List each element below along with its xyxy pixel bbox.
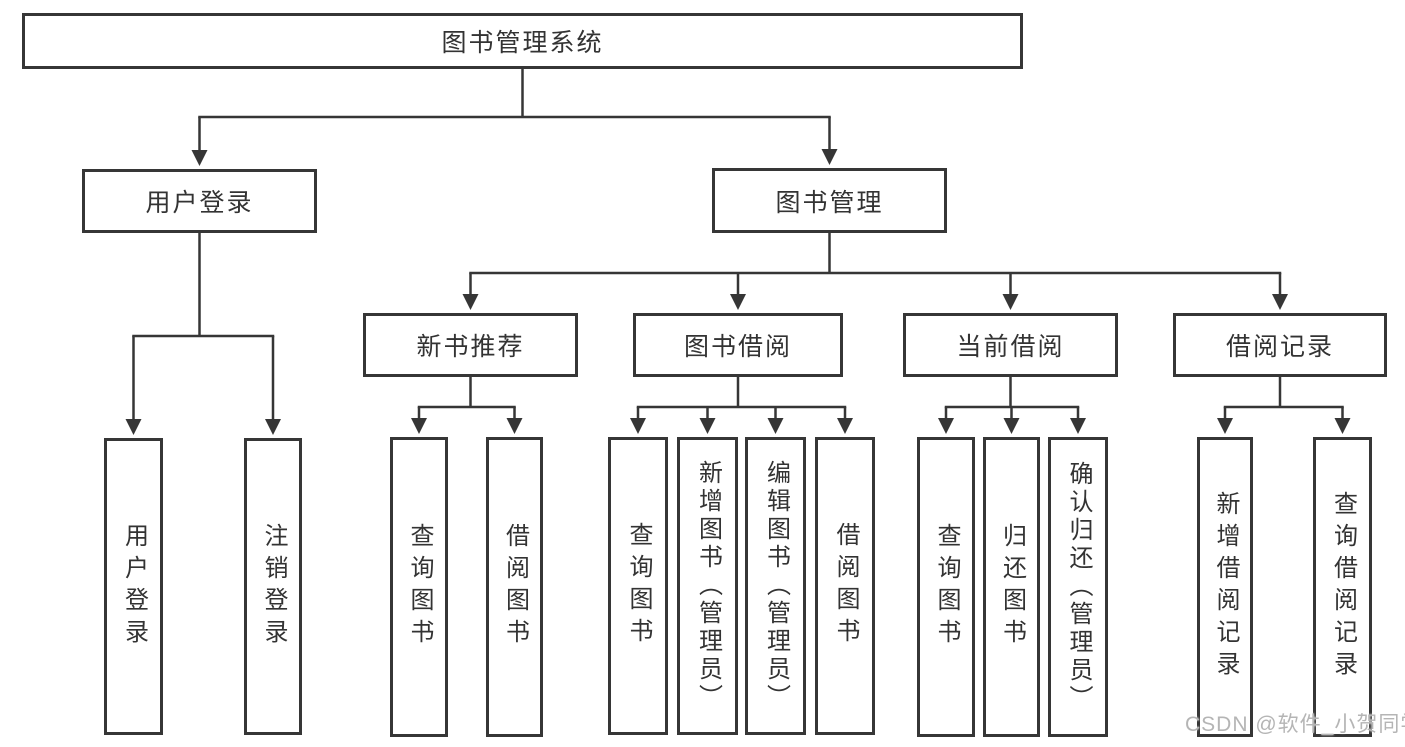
arrowhead-icon xyxy=(125,419,142,435)
node-current-borrow: 当前借阅 xyxy=(903,313,1118,377)
node-label: 查询图书 xyxy=(406,523,433,651)
arrowhead-icon xyxy=(837,418,853,434)
node-label: 借阅图书 xyxy=(501,523,529,651)
node-label: 新增图书（管理员） xyxy=(694,460,722,712)
node-leaf-query-borrow-record: 查询借阅记录 xyxy=(1313,437,1372,737)
node-label: 编辑图书（管理员） xyxy=(762,460,790,712)
node-label: 新增借阅记录 xyxy=(1212,491,1239,683)
arrowhead-icon xyxy=(1272,294,1288,310)
arrowhead-icon xyxy=(938,418,954,434)
arrowhead-icon xyxy=(191,150,208,166)
node-label: 查询借阅记录 xyxy=(1329,491,1357,683)
node-label: 图书管理系统 xyxy=(441,29,604,57)
node-label: 图书管理 xyxy=(775,188,884,217)
node-user-login: 用户登录 xyxy=(82,169,317,233)
arrowhead-icon xyxy=(630,418,646,434)
arrowhead-icon xyxy=(1003,418,1020,434)
node-label: 当前借阅 xyxy=(956,333,1065,361)
arrowhead-icon xyxy=(1217,418,1233,434)
arrowhead-icon xyxy=(767,418,784,434)
node-label: 用户登录 xyxy=(145,189,254,217)
node-book-borrow: 图书借阅 xyxy=(633,313,843,377)
node-borrow-records: 借阅记录 xyxy=(1173,313,1387,377)
node-book-mgmt: 图书管理 xyxy=(712,168,947,233)
node-leaf-confirm-return: 确认归还（管理员） xyxy=(1048,437,1108,737)
node-root: 图书管理系统 xyxy=(22,13,1023,69)
node-label: 新书推荐 xyxy=(416,333,525,361)
arrowhead-icon xyxy=(821,149,838,165)
node-leaf-edit-book: 编辑图书（管理员） xyxy=(745,437,806,735)
node-leaf-user-login: 用户登录 xyxy=(104,438,163,735)
watermark-text: CSDN @软件_小贺同学 xyxy=(1185,713,1405,736)
arrowhead-icon xyxy=(1334,418,1351,434)
node-label: 查询图书 xyxy=(625,522,652,650)
node-leaf-add-borrow-record: 新增借阅记录 xyxy=(1197,437,1253,737)
node-leaf-borrow-book-2: 借阅图书 xyxy=(815,437,875,735)
node-label: 借阅图书 xyxy=(832,522,859,650)
node-label: 图书借阅 xyxy=(683,333,792,361)
arrowhead-icon xyxy=(265,419,281,435)
node-leaf-logout: 注销登录 xyxy=(244,438,302,735)
arrowhead-icon xyxy=(699,418,716,434)
arrowhead-icon xyxy=(730,294,746,310)
arrowhead-icon xyxy=(1070,418,1086,434)
node-label: 归还图书 xyxy=(998,523,1026,651)
node-new-book-rec: 新书推荐 xyxy=(363,313,578,377)
arrowhead-icon xyxy=(411,418,427,434)
node-label: 用户登录 xyxy=(120,522,148,651)
node-label: 借阅记录 xyxy=(1225,333,1334,361)
node-leaf-query-book-1: 查询图书 xyxy=(390,437,448,737)
node-leaf-query-book-3: 查询图书 xyxy=(917,437,975,737)
node-label: 查询图书 xyxy=(933,523,960,651)
arrowhead-icon xyxy=(462,294,479,310)
node-label: 注销登录 xyxy=(260,522,287,651)
node-leaf-return-book: 归还图书 xyxy=(983,437,1040,737)
node-leaf-add-book: 新增图书（管理员） xyxy=(677,437,738,735)
node-label: 确认归还（管理员） xyxy=(1065,461,1092,713)
node-leaf-borrow-book-1: 借阅图书 xyxy=(486,437,543,737)
arrowhead-icon xyxy=(1002,294,1019,310)
arrowhead-icon xyxy=(506,418,523,434)
node-leaf-query-book-2: 查询图书 xyxy=(608,437,668,735)
